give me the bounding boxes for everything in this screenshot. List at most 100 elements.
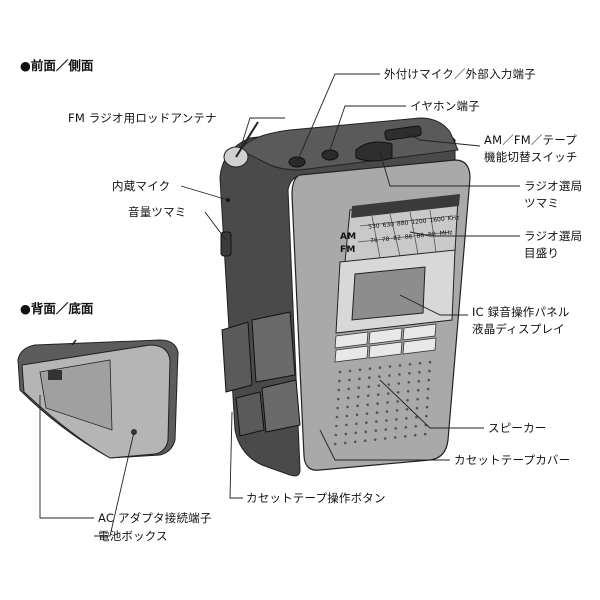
back-device bbox=[17, 339, 179, 459]
callout-cassette-buttons: カセットテープ操作ボタン bbox=[246, 491, 386, 505]
callout-cassette-cover: カセットテープカバー bbox=[454, 453, 571, 467]
speaker-hole bbox=[357, 386, 361, 390]
speaker-hole bbox=[398, 373, 401, 376]
speaker-hole bbox=[356, 395, 360, 399]
leader-ext-mic bbox=[296, 73, 380, 163]
speaker-hole bbox=[355, 413, 359, 417]
speaker-hole bbox=[428, 369, 431, 373]
speaker-hole bbox=[405, 408, 409, 411]
callout-tuning-knob-2: ツマミ bbox=[524, 196, 560, 210]
speaker-hole bbox=[337, 388, 341, 392]
speaker-hole bbox=[333, 442, 337, 446]
speaker-hole bbox=[373, 438, 377, 441]
speaker-hole bbox=[426, 396, 429, 400]
am-tick: 530 bbox=[367, 222, 381, 231]
callout-builtin-mic: 内蔵マイク bbox=[112, 179, 171, 193]
speaker-hole bbox=[416, 397, 419, 401]
leader-ac-adapter bbox=[39, 395, 94, 519]
speaker-hole bbox=[418, 370, 421, 374]
speaker-hole bbox=[393, 436, 397, 439]
dial-top-band bbox=[351, 194, 460, 218]
speaker-hole bbox=[395, 418, 398, 421]
callout-volume-knob: 音量ツマミ bbox=[128, 205, 187, 219]
am-tick: 630 bbox=[382, 221, 395, 230]
speaker-hole bbox=[425, 405, 429, 409]
leader-fm-antenna bbox=[239, 117, 285, 151]
speaker-hole bbox=[335, 415, 339, 419]
dial-am-label: AM bbox=[340, 232, 357, 242]
speaker-hole bbox=[405, 417, 408, 420]
speaker-hole bbox=[346, 396, 350, 400]
speaker-hole bbox=[345, 423, 348, 427]
speaker-hole bbox=[413, 433, 417, 437]
speaker-hole bbox=[416, 388, 420, 392]
callout-earphone: イヤホン端子 bbox=[410, 99, 480, 113]
speaker-hole bbox=[363, 439, 367, 443]
speaker-hole bbox=[367, 385, 371, 389]
speaker-hole bbox=[338, 379, 341, 383]
speaker-hole bbox=[377, 384, 381, 387]
speaker-hole bbox=[336, 397, 340, 401]
speaker-hole bbox=[378, 375, 381, 378]
heading-back-bottom: ●背面／底面 bbox=[20, 301, 94, 316]
speaker-hole bbox=[348, 378, 351, 382]
speaker-hole bbox=[427, 378, 431, 382]
speaker-hole bbox=[415, 415, 418, 419]
fm-tick: 78 bbox=[381, 235, 390, 244]
speaker-hole bbox=[428, 360, 432, 364]
callout-battery-box: 電池ボックス bbox=[98, 529, 168, 543]
speaker-hole bbox=[358, 377, 361, 381]
callout-band-switch-1: AM／FM／テープ bbox=[484, 133, 577, 147]
leader-builtin-mic bbox=[180, 185, 229, 201]
fm-tick: 88 bbox=[416, 232, 425, 240]
speaker-hole bbox=[347, 387, 351, 391]
speaker-hole bbox=[426, 387, 430, 391]
fm-tick: 90 bbox=[427, 230, 437, 239]
dial-fm-label: FM bbox=[340, 245, 356, 255]
speaker-hole bbox=[406, 399, 409, 402]
callout-fm-antenna: FM ラジオ用ロッドアンテナ bbox=[68, 111, 217, 125]
tuning-knob bbox=[355, 141, 393, 162]
speaker-hole bbox=[345, 414, 349, 418]
callout-band-switch-2: 機能切替スイッチ bbox=[484, 150, 578, 164]
callout-ac-adapter: AC アダプタ接続端子 bbox=[98, 511, 212, 525]
speaker-hole bbox=[343, 441, 347, 445]
speaker-hole bbox=[408, 363, 412, 366]
speaker-hole bbox=[408, 372, 411, 375]
speaker-hole bbox=[388, 365, 392, 368]
leader-battery bbox=[94, 431, 135, 537]
callout-ic-panel-2: 液晶ディスプレイ bbox=[472, 322, 565, 336]
callout-ic-panel-1: IC 録音操作パネル bbox=[472, 305, 570, 319]
callout-tuning-knob-1: ラジオ選局 bbox=[524, 179, 583, 193]
speaker-hole bbox=[374, 429, 378, 432]
speaker-hole bbox=[388, 374, 391, 377]
speaker-hole bbox=[335, 424, 338, 428]
speaker-hole bbox=[414, 424, 418, 428]
speaker-hole bbox=[387, 383, 391, 386]
speaker-hole bbox=[365, 412, 369, 416]
speaker-hole bbox=[394, 427, 398, 430]
callout-ext-mic: 外付けマイク／外部入力端子 bbox=[384, 67, 536, 81]
speaker-hole bbox=[403, 435, 407, 438]
leader-cassette-cover bbox=[319, 429, 450, 461]
lcd-display bbox=[351, 266, 426, 321]
leader-band-switch bbox=[404, 131, 481, 147]
speaker-hole bbox=[375, 420, 378, 423]
leader-speaker bbox=[379, 379, 484, 429]
fm-unit: MHz bbox=[439, 229, 453, 238]
speaker-hole bbox=[417, 379, 421, 383]
speaker-hole bbox=[383, 437, 387, 440]
band-switch bbox=[384, 125, 422, 141]
speaker-hole bbox=[334, 433, 338, 437]
speaker-hole bbox=[376, 393, 380, 396]
speaker-hole bbox=[336, 406, 339, 410]
callout-tuning-scale-1: ラジオ選局 bbox=[524, 229, 583, 243]
speaker-hole bbox=[407, 381, 411, 384]
am-tick: 880 bbox=[396, 219, 409, 228]
speaker-hole bbox=[376, 402, 379, 405]
speaker-hole bbox=[395, 409, 399, 412]
leader-tuning-scale bbox=[409, 231, 520, 237]
speaker-hole bbox=[397, 382, 401, 385]
